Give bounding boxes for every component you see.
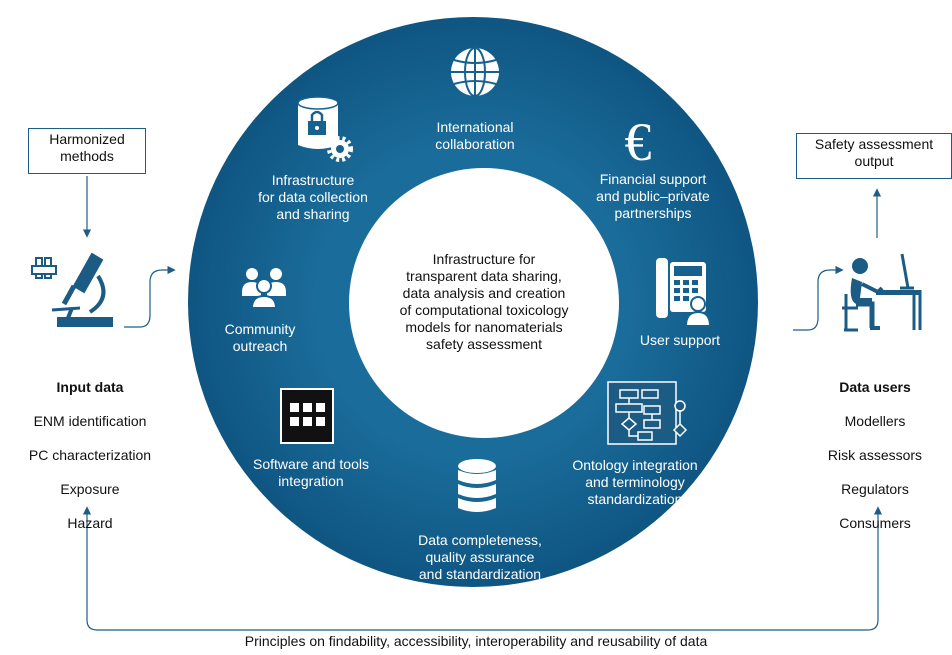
label-international-collaboration: International collaboration — [435, 119, 515, 152]
inner-circle — [349, 168, 619, 438]
data-users-item: Consumers — [839, 515, 911, 531]
label-ontology: Ontology integration and terminology sta… — [572, 457, 698, 507]
input-data-item: PC characterization — [28, 447, 152, 463]
harmonized-methods-box: Harmonized methods — [28, 128, 146, 174]
euro-icon: € — [625, 112, 652, 172]
globe-icon — [451, 47, 499, 97]
label-community-outreach: Community outreach — [224, 321, 296, 354]
database-icon — [458, 459, 496, 512]
people-group-icon — [242, 268, 286, 309]
microscope-test-tubes-icon — [31, 252, 113, 327]
database-lock-gear-icon — [297, 96, 353, 162]
data-users-item: Modellers — [844, 413, 906, 429]
telephone-user-icon — [656, 258, 712, 327]
safety-assessment-output-box: Safety assessment output — [796, 133, 952, 179]
input-arrow — [124, 265, 176, 328]
label-user-support: User support — [639, 332, 721, 348]
label-financial-support: Financial support and public–private par… — [596, 171, 710, 221]
label-data-completeness: Data completeness, quality assurance and… — [418, 532, 542, 582]
data-users-block: Data users Modellers Risk assessors Regu… — [800, 362, 950, 549]
input-data-item: ENM identification — [33, 413, 147, 429]
software-window-icon — [280, 388, 334, 444]
fair-principles-caption: Principles on findability, accessibility… — [244, 633, 708, 649]
label-software-tools: Software and tools integration — [253, 456, 369, 489]
input-data-block: Input data ENM identification PC charact… — [0, 362, 180, 549]
label-infrastructure: Infrastructure for data collection and s… — [258, 172, 368, 222]
center-description: Infrastructure for transparent data shar… — [399, 251, 569, 352]
output-arrow — [793, 265, 844, 331]
flowchart-icon — [607, 381, 688, 445]
data-users-item: Risk assessors — [827, 447, 923, 463]
input-data-item: Exposure — [60, 481, 120, 497]
data-users-item: Regulators — [841, 481, 909, 497]
person-at-computer-icon — [842, 253, 922, 332]
input-data-title: Input data — [56, 379, 124, 395]
input-data-item: Hazard — [67, 515, 113, 531]
data-users-title: Data users — [839, 379, 911, 395]
fair-bracket — [82, 506, 883, 631]
